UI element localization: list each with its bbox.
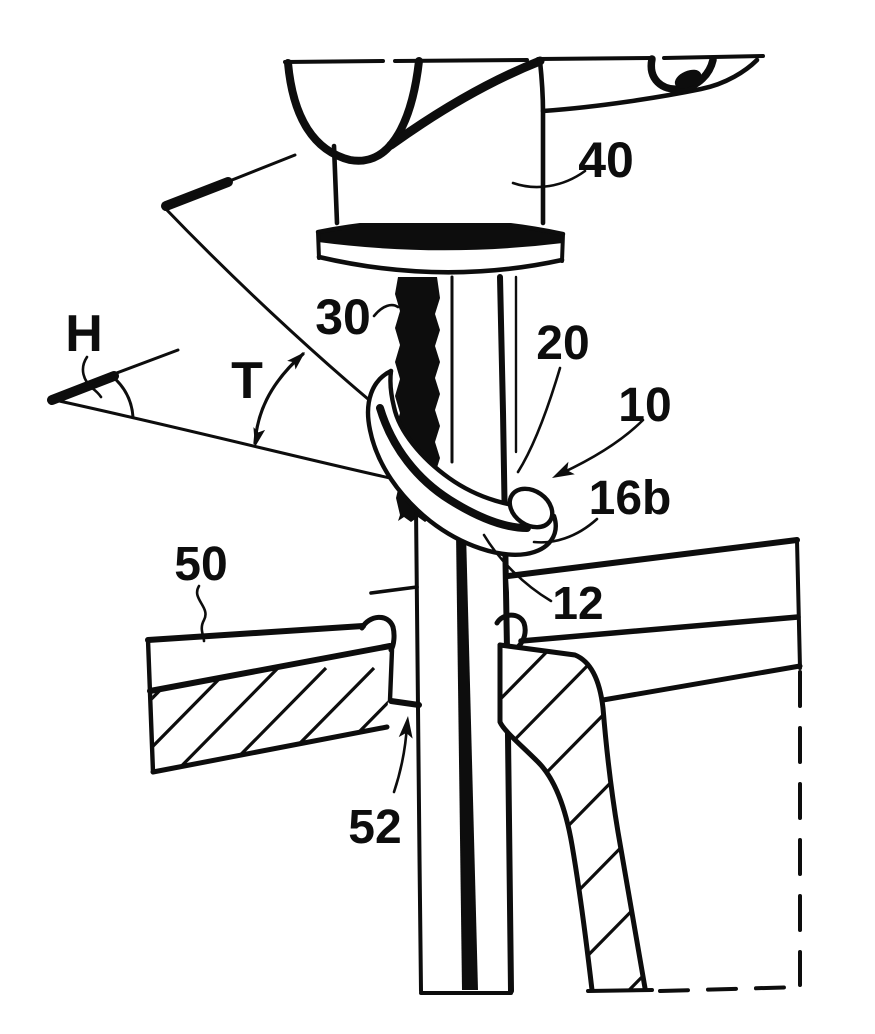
h-angle-arc <box>110 374 135 419</box>
t-wedge-long-ray <box>161 204 370 401</box>
figure-break-line <box>283 54 765 64</box>
counter-right-end-edge-solid <box>795 538 802 670</box>
counter-right-top-edge <box>505 537 800 579</box>
countertop-left-section <box>145 614 422 775</box>
mounting-hole-lip-right <box>494 612 528 650</box>
h-wedge-lower-ray <box>48 397 392 480</box>
ring-inner-edge <box>388 368 548 510</box>
leader-30 <box>372 303 400 318</box>
spout-aerator-blob <box>674 69 702 89</box>
faucet-body-left-edge <box>331 143 340 226</box>
t-angle-arrow-arc <box>253 352 305 447</box>
leader-40 <box>511 169 587 189</box>
label-h: H <box>65 305 103 363</box>
flange-left-edge <box>316 230 321 260</box>
label-16b: 16b <box>589 472 672 525</box>
ring-end-knob <box>507 486 555 530</box>
tube-center-dark-stripe <box>456 532 478 990</box>
flange-bottom-arc <box>316 254 565 275</box>
label-10: 10 <box>618 379 671 432</box>
t-arc-arrowhead-upper <box>287 352 305 370</box>
spout-aerator-curl <box>647 55 717 93</box>
flange-dark-band <box>318 220 563 251</box>
reference-leaders <box>81 169 645 794</box>
spout-underside-edge <box>540 57 760 114</box>
t-wedge-upper-ray <box>162 153 297 209</box>
counter-right-mid-edge <box>518 614 801 644</box>
label-t: T <box>231 352 263 410</box>
faucet-dome-curve <box>284 57 423 165</box>
h-wedge-upper-ray <box>48 348 180 400</box>
leader-16b <box>532 517 599 544</box>
escutcheon-flange <box>315 218 566 275</box>
angle-h-wedge <box>47 348 392 480</box>
mounting-hole-left-wall <box>387 647 395 703</box>
sink-hidden-edge-dashed-bottom <box>658 985 802 993</box>
tube-right-edge <box>497 274 514 994</box>
label-52: 52 <box>348 801 401 854</box>
ring-knob-outline <box>507 486 555 530</box>
ring-middle-dark-band <box>376 404 531 532</box>
mounting-ring <box>365 368 558 557</box>
label-30: 30 <box>315 289 371 345</box>
leader-10-arrowhead <box>552 461 575 478</box>
angle-t-wedge <box>161 153 370 401</box>
counter-left-bottom-edge <box>150 724 390 775</box>
counter-left-end-edge <box>145 637 156 775</box>
label-50: 50 <box>174 538 227 591</box>
h-wedge-bar <box>47 371 119 405</box>
faucet-body-fill <box>287 59 543 223</box>
ring-outer-edge <box>365 368 558 557</box>
mounting-hole-bottom-ledge <box>388 698 422 708</box>
mounting-hole-lip-left <box>359 614 397 653</box>
label-20: 20 <box>536 317 589 370</box>
countertop-back-edge-left-segment <box>369 585 419 595</box>
leader-12 <box>482 533 553 603</box>
leader-52-arrowhead <box>398 716 413 739</box>
t-arc-arrowhead-lower <box>253 427 266 447</box>
reference-labels: 40 30 20 10 16b 12 50 52 H T <box>65 132 671 854</box>
counter-left-mid-edge <box>147 643 393 694</box>
label-12: 12 <box>552 577 603 629</box>
faucet-body <box>283 54 765 226</box>
counter-right-lower-edge <box>600 663 803 703</box>
tube-left-edge <box>414 506 423 993</box>
ring-knob-fill <box>509 488 553 528</box>
label-40: 40 <box>578 132 634 188</box>
sink-wall-right-outline <box>497 642 648 991</box>
flange-right-edge <box>560 232 565 263</box>
faucet-neck-curve <box>386 56 545 150</box>
counter-left-top-edge <box>145 623 366 643</box>
sink-wall-section <box>497 642 654 993</box>
leader-50 <box>195 584 207 643</box>
leader-20 <box>516 366 562 474</box>
sink-wall-left-outline <box>497 642 595 993</box>
sink-wall-fill <box>500 645 645 990</box>
leader-h <box>81 355 103 399</box>
sink-wall-bottom-edge <box>586 988 654 993</box>
leader-10-shaft <box>560 418 645 475</box>
